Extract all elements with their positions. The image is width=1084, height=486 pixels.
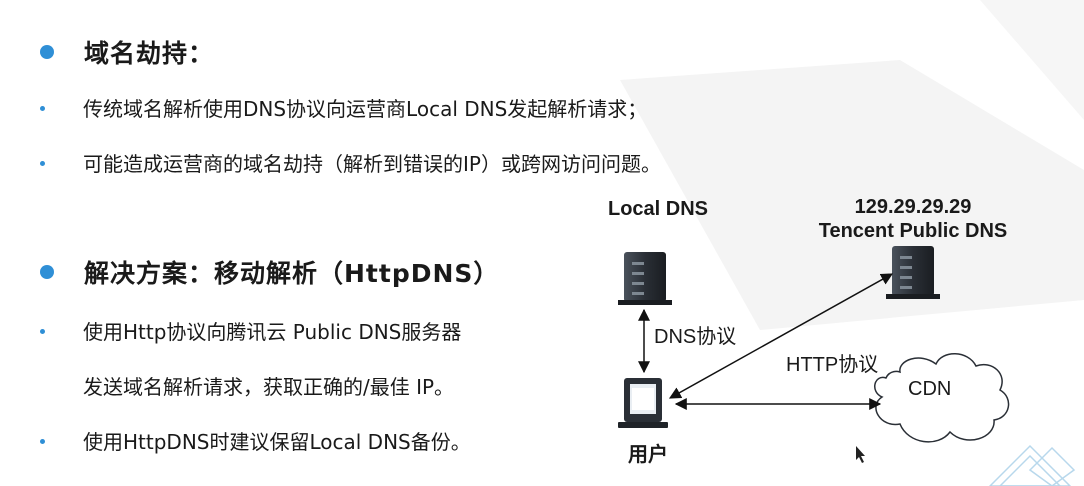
bullet-dot [40, 161, 45, 166]
section-heading-hijack: 域名劫持： [40, 34, 214, 70]
user-computer-icon [618, 378, 668, 428]
bullet-text: 可能造成运营商的域名劫持（解析到错误的IP）或跨网访问问题。 [83, 152, 661, 176]
local-dns-label: Local DNS [608, 198, 709, 220]
http-protocol-label: HTTP协议 [786, 354, 879, 376]
heading-bullet-dot [40, 45, 54, 59]
bullet-dot [40, 106, 45, 111]
bullet-dot [40, 439, 45, 444]
bullet-text: 使用HttpDNS时建议保留Local DNS备份。 [83, 430, 471, 454]
local-dns-server-icon [618, 252, 672, 305]
heading-text: 解决方案：移动解析（HttpDNS） [84, 259, 500, 288]
heading-text: 域名劫持： [84, 39, 215, 68]
public-dns-name-label: Tencent Public DNS [818, 220, 1008, 242]
bullet-item: 传统域名解析使用DNS协议向运营商Local DNS发起解析请求； [40, 94, 647, 124]
bullet-text: 使用Http协议向腾讯云 Public DNS服务器 [83, 320, 462, 344]
heading-bullet-dot [40, 265, 54, 279]
bullet-item: 使用HttpDNS时建议保留Local DNS备份。 [40, 427, 471, 457]
http-protocol-arrow [668, 273, 894, 399]
bullet-text: 传统域名解析使用DNS协议向运营商Local DNS发起解析请求； [83, 97, 648, 121]
section-heading-solution: 解决方案：移动解析（HttpDNS） [40, 254, 499, 290]
user-label: 用户 [628, 444, 668, 466]
public-dns-ip-label: 129.29.29.29 [854, 196, 972, 218]
cursor-icon [856, 446, 865, 463]
cdn-cloud-icon [874, 353, 1010, 443]
public-dns-server-icon [886, 246, 940, 299]
dns-protocol-label: DNS协议 [654, 326, 737, 348]
bullet-item: 可能造成运营商的域名劫持（解析到错误的IP）或跨网访问问题。 [40, 149, 661, 179]
cdn-label: CDN [908, 378, 952, 400]
bullet-dot [40, 329, 45, 334]
bullet-continuation-text: 发送域名解析请求，获取正确的/最佳 IP。 [83, 375, 455, 399]
bullet-item: 使用Http协议向腾讯云 Public DNS服务器 [40, 317, 461, 347]
